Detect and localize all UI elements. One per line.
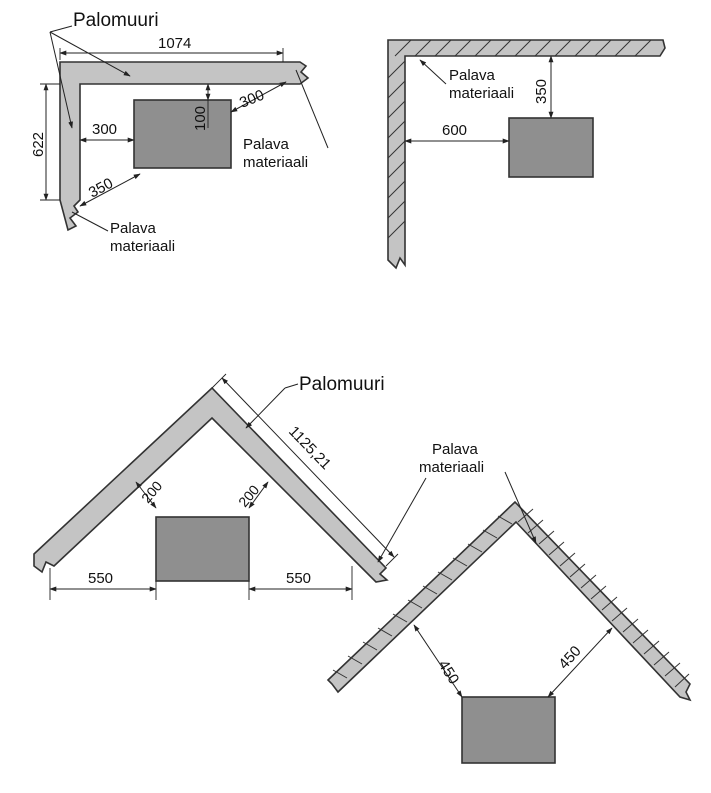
hatch-pattern — [332, 508, 690, 688]
dimension-line — [221, 377, 395, 558]
leader-line — [49, 25, 73, 33]
label-combustible: Palava materiaali — [449, 67, 514, 102]
dimension-300-diagonal: 300 — [237, 87, 267, 112]
panel-firewall-angle: 200 200 550 550 1125,21 Palomuuri — [33, 373, 399, 600]
panel-firewall-corner: 1074 622 300 100 300 350 Palava materiaa… — [30, 10, 329, 255]
dimension-100: 100 — [192, 106, 209, 131]
dimension-line — [547, 627, 613, 698]
extension-line — [385, 553, 399, 567]
label-combustible-right: Palava materiaali — [243, 136, 308, 171]
leader-line — [504, 471, 537, 544]
stove — [461, 696, 556, 764]
firewall-wall — [33, 386, 389, 583]
leader-line — [49, 31, 73, 129]
label-firewall-top: Palomuuri — [73, 10, 159, 31]
dimension-350-diagonal: 350 — [86, 175, 116, 202]
dimension-line — [135, 481, 157, 509]
leader-line — [245, 387, 286, 429]
dimension-300-horizontal: 300 — [92, 121, 117, 138]
label-firewall-bottom: Palomuuri — [299, 374, 385, 395]
label-combustible-bottom: Palava materiaali — [110, 220, 175, 255]
dimension-line — [230, 81, 287, 113]
leader-line — [377, 477, 427, 563]
stove — [508, 117, 594, 178]
dimension-550-left: 550 — [88, 570, 113, 587]
panel-combustible-angle: 450 450 Palava materiaali — [326, 441, 692, 764]
leader-line — [71, 211, 109, 232]
extension-line — [211, 373, 227, 389]
dimension-line — [413, 624, 463, 698]
stove — [155, 516, 250, 582]
dimension-622: 622 — [30, 132, 47, 157]
dimension-550-right: 550 — [286, 570, 311, 587]
leader-line — [295, 69, 329, 149]
dimension-line — [79, 173, 141, 207]
panel-combustible-corner: 350 600 Palava materiaali — [387, 39, 666, 270]
dimension-200-right: 200 — [235, 482, 262, 510]
dimension-600: 600 — [442, 122, 467, 139]
dimension-450-right: 450 — [555, 643, 584, 673]
stove — [133, 99, 232, 169]
hatch-pattern — [387, 39, 652, 239]
dimension-1125-21: 1125,21 — [285, 423, 334, 473]
combustible-wall — [387, 39, 666, 270]
dimension-350-vertical: 350 — [533, 79, 550, 104]
combustible-wall — [326, 500, 692, 702]
leader-line — [419, 59, 447, 85]
dimension-1074: 1074 — [158, 35, 191, 52]
label-combustible: Palava materiaali — [419, 441, 484, 476]
leader-line — [284, 383, 299, 389]
